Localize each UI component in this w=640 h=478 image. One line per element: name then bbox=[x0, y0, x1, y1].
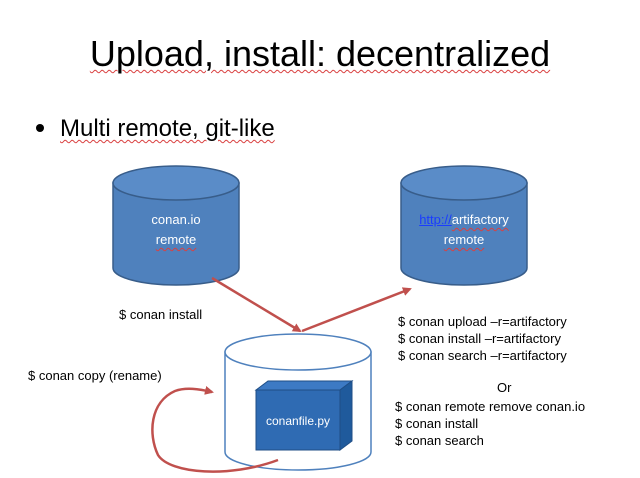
artifactory-remote-word: remote bbox=[443, 232, 485, 247]
install-arrow bbox=[211, 276, 302, 333]
slide-title: Upload, install: decentralized bbox=[89, 33, 551, 74]
command-install-default: $ conan install bbox=[395, 416, 479, 431]
command-search: $ conan search –r=artifactory bbox=[398, 348, 567, 363]
copy-loop-arrow bbox=[151, 386, 279, 473]
or-separator: Or bbox=[497, 380, 512, 395]
upload-arrow bbox=[301, 287, 412, 333]
conan-io-remote-word: remote bbox=[155, 232, 197, 247]
command-search-default: $ conan search bbox=[395, 433, 484, 448]
conan-io-name: conan.io bbox=[151, 212, 201, 227]
artifactory-commands: $ conan upload –r=artifactory $ conan in… bbox=[398, 313, 567, 364]
remote-commands: $ conan remote remove conan.io $ conan i… bbox=[395, 398, 585, 449]
conan-io-remote-cylinder bbox=[112, 165, 240, 286]
artifactory-url-link[interactable]: http:// bbox=[419, 212, 452, 227]
conanfile-package-cube bbox=[254, 380, 354, 451]
command-upload: $ conan upload –r=artifactory bbox=[398, 314, 567, 329]
bullet-item: Multi remote, git-like bbox=[36, 113, 275, 145]
install-note: $ conan install bbox=[119, 307, 203, 322]
command-install: $ conan install –r=artifactory bbox=[398, 331, 561, 346]
command-remote-remove: $ conan remote remove conan.io bbox=[395, 399, 586, 414]
copy-note: $ conan copy (rename) bbox=[28, 368, 162, 383]
artifactory-name: artifactory bbox=[451, 212, 509, 227]
artifactory-remote-label: http://artifactory remote bbox=[404, 210, 524, 250]
artifactory-remote-cylinder bbox=[400, 165, 528, 286]
bullet-text: Multi remote, git-like bbox=[60, 115, 275, 142]
conan-io-remote-label: conan.io remote bbox=[126, 210, 226, 250]
conanfile-label: conanfile.py bbox=[265, 414, 331, 428]
bullet-dot-icon bbox=[36, 123, 44, 132]
